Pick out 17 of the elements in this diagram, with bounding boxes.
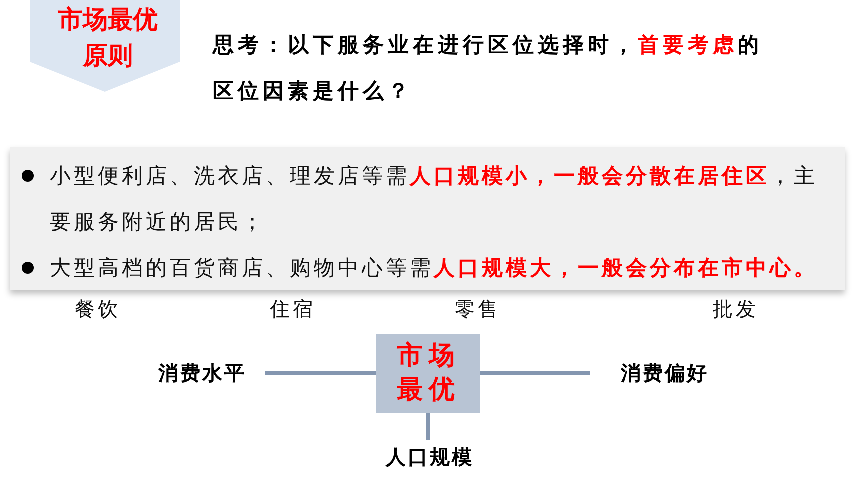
center-box: 市场最优 [376,334,480,413]
category-label: 批发 [713,296,759,323]
connector-line [265,371,376,375]
connector-line [480,371,590,375]
connector-line [426,413,430,440]
banner-title: 市场最优原则 [58,4,158,72]
factor-label: 消费偏好 [620,360,710,387]
banner-pentagon [30,0,180,92]
info-panel [10,147,845,290]
bullet-text: 大型高档的百货商店、购物中心等需人口规模大，一般会分布在市中心。 [50,254,819,282]
bullet-text: 小型便利店、洗衣店、理发店等需人口规模小，一般会分散在居住区，主要服务附近的居民； [50,162,819,236]
category-label: 住宿 [270,296,316,323]
category-label: 餐饮 [75,296,121,323]
factor-label: 消费水平 [157,360,248,387]
factor-label: 人口规模 [384,444,475,471]
question-text: 思考：以下服务业在进行区位选择时，首要考虑的区位因素是什么？ [213,31,764,105]
category-label: 零售 [455,296,501,323]
